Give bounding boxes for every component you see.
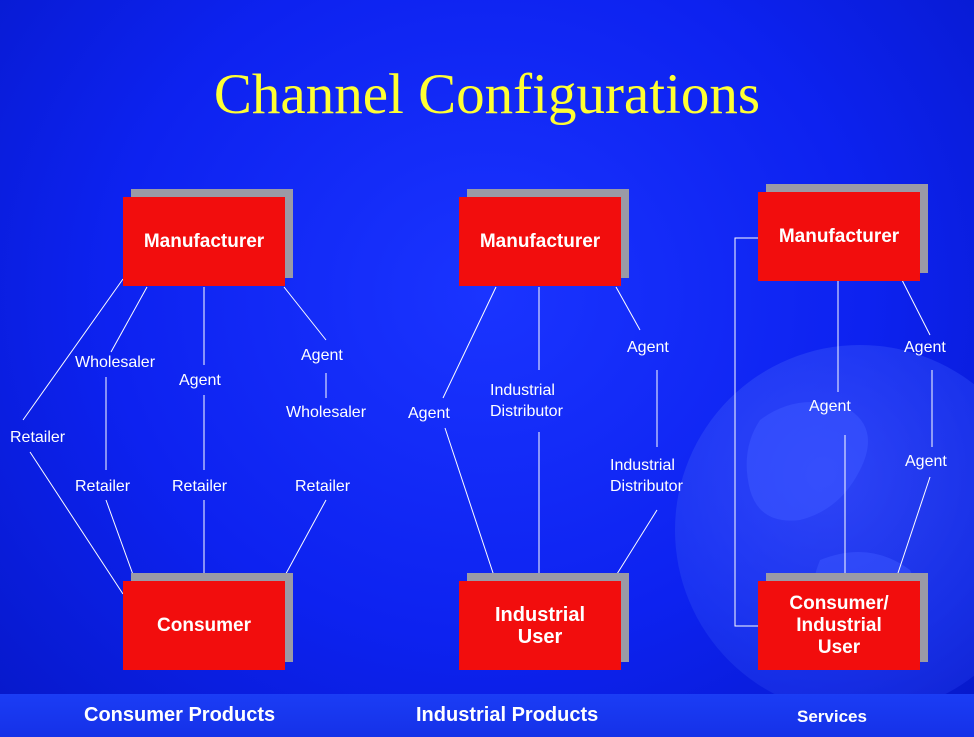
consumer-retailer-direct: Retailer	[10, 429, 66, 446]
industrial-distributor-2: Industrial Distributor	[610, 457, 683, 495]
industrial-distributor-1: Industrial Distributor	[490, 382, 563, 420]
consumer-agent-1: Agent	[179, 372, 221, 389]
footer-industrial-products: Industrial Products	[416, 704, 599, 726]
consumer-label: Consumer	[123, 581, 285, 670]
industrial-user-label: Industrial User	[459, 581, 621, 670]
consumer-retailer-2: Retailer	[172, 478, 228, 495]
footer-bar	[0, 694, 974, 737]
industrial-agent-2: Agent	[627, 339, 669, 356]
services-agent-2: Agent	[904, 339, 946, 356]
services-manufacturer-label: Manufacturer	[758, 192, 920, 281]
consumer-agent-2: Agent	[301, 347, 343, 364]
footer-services: Services	[797, 707, 867, 726]
services-agent-1: Agent	[809, 398, 851, 415]
slide-title: Channel Configurations	[213, 63, 761, 126]
consumer-retailer-1: Retailer	[75, 478, 131, 495]
consumer-wholesaler-2: Wholesaler	[286, 404, 367, 421]
consumer-manufacturer-label: Manufacturer	[123, 197, 285, 286]
industrial-manufacturer-label: Manufacturer	[459, 197, 621, 286]
industrial-agent-1: Agent	[408, 405, 450, 422]
services-agent-3: Agent	[905, 453, 947, 470]
consumer-wholesaler-1: Wholesaler	[75, 354, 156, 371]
consumer-retailer-3: Retailer	[295, 478, 351, 495]
footer-consumer-products: Consumer Products	[84, 704, 276, 726]
consumer-industrial-user-label: Consumer/ Industrial User	[758, 581, 920, 670]
